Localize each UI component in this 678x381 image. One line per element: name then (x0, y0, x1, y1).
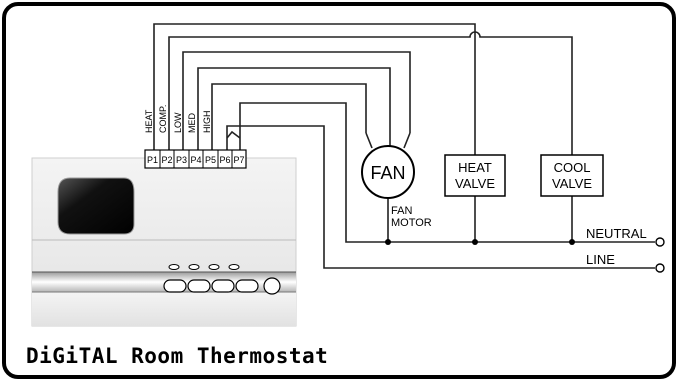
display-screen (57, 177, 135, 235)
terminal-p2: P2 (161, 155, 172, 165)
cool-valve: COOL VALVE (540, 154, 604, 197)
wire-p7-neutral (239, 102, 655, 243)
terminal-p1: P1 (147, 155, 158, 165)
thermostat-button[interactable] (235, 279, 259, 293)
terminal-block: P1 P2 P3 P4 P5 P6 P7 (144, 149, 247, 169)
wire-labels: HEAT COMP. LOW MED HIGH (144, 105, 212, 133)
terminal-p4: P4 (190, 155, 201, 165)
wire-p6-line (226, 125, 655, 269)
terminal-p7: P7 (233, 155, 244, 165)
cool-valve-line1: COOL (554, 160, 591, 175)
power-button[interactable] (263, 277, 281, 295)
fan-label: FAN (370, 163, 405, 183)
wire-label-med: MED (187, 113, 197, 134)
wire-low (182, 51, 411, 150)
thermostat-button[interactable] (187, 279, 211, 293)
wire-label-low: LOW (173, 112, 183, 133)
indicator-light (188, 264, 200, 270)
line-label: LINE (586, 252, 615, 267)
thermostat-button[interactable] (211, 279, 235, 293)
fan-motor: FAN FAN MOTOR (361, 132, 432, 229)
terminal-p6: P6 (219, 155, 230, 165)
wires (153, 23, 665, 273)
heat-valve-line2: VALVE (455, 176, 495, 191)
heat-valve-line1: HEAT (458, 160, 492, 175)
wire-med (197, 67, 391, 150)
terminal-p5: P5 (205, 155, 216, 165)
fan-motor-caption-1: FAN (391, 205, 412, 217)
wire-label-comp: COMP. (158, 105, 168, 133)
neutral-label: NEUTRAL (586, 226, 647, 241)
heat-valve: HEAT VALVE (444, 154, 506, 197)
cool-valve-line2: VALVE (552, 176, 592, 191)
wire-high (211, 83, 367, 150)
diagram-title: DiGiTAL Room Thermostat (26, 344, 328, 368)
wire-heat (153, 23, 476, 155)
fan-circle (361, 145, 415, 199)
wire-bridge (226, 130, 241, 139)
wire-comp (168, 31, 573, 155)
neutral-terminal (655, 237, 665, 247)
junction-dot (385, 239, 391, 245)
junction-dot (569, 239, 575, 245)
thermostat-button[interactable] (163, 279, 187, 293)
indicator-light (208, 264, 220, 270)
indicator-light (228, 264, 240, 270)
wire-label-heat: HEAT (144, 109, 154, 133)
fan-motor-caption-2: MOTOR (391, 217, 432, 229)
indicator-light (168, 264, 180, 270)
line-terminal (655, 263, 665, 273)
thermostat-device (31, 157, 297, 327)
terminal-p3: P3 (176, 155, 187, 165)
wire-label-high: HIGH (202, 111, 212, 134)
junction-dot (472, 239, 478, 245)
